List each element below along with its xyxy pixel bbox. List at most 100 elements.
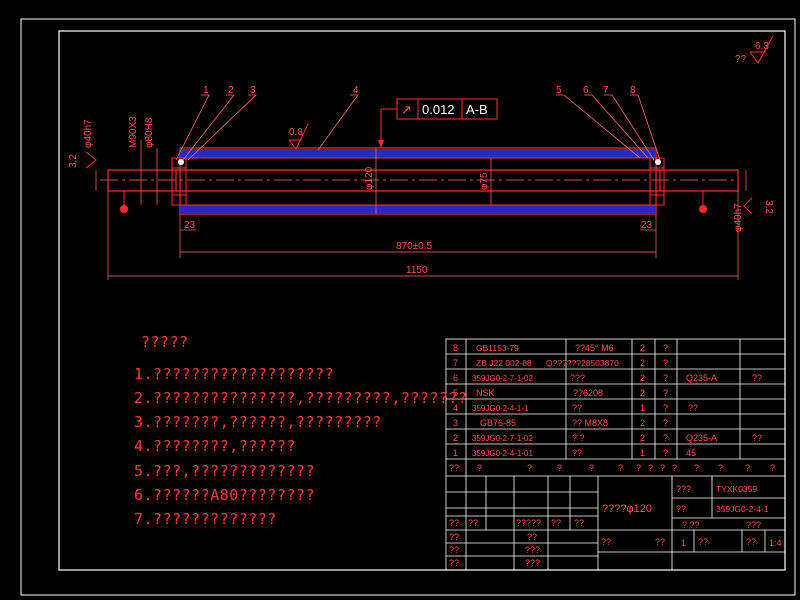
- svg-text:??45° M6: ??45° M6: [575, 343, 614, 353]
- shaft: [107, 169, 739, 192]
- svg-text:??: ??: [574, 518, 584, 528]
- svg-text:0.8: 0.8: [289, 127, 303, 138]
- balloon-5: 5: [556, 85, 562, 96]
- svg-text:??6208: ??6208: [573, 388, 603, 398]
- horizontal-dimension-lines: [107, 191, 739, 280]
- drawing-number: 359JG0-2-4-1: [716, 504, 769, 514]
- svg-text:?: ?: [557, 463, 562, 473]
- svg-text:?????: ?????: [516, 518, 541, 528]
- svg-text:1: 1: [453, 448, 458, 458]
- tolerance-value: 0.012: [422, 102, 455, 117]
- svg-text:?: ?: [745, 463, 750, 473]
- svg-text:φ40h7: φ40h7: [83, 119, 94, 148]
- svg-text:??: ??: [698, 537, 708, 547]
- part-name: ????φ120: [602, 503, 652, 515]
- svg-text:3.2: 3.2: [763, 200, 774, 214]
- svg-text:2: 2: [640, 433, 645, 443]
- svg-text:2: 2: [640, 343, 645, 353]
- outer-frame: [20, 18, 796, 596]
- balloon-6: 6: [583, 85, 589, 96]
- svg-text:359JG0-2-7-1-02: 359JG0-2-7-1-02: [472, 434, 533, 443]
- svg-text:?: ?: [694, 463, 699, 473]
- svg-text:870±0.5: 870±0.5: [396, 241, 433, 252]
- svg-text:??: ??: [676, 504, 686, 514]
- svg-text:2: 2: [640, 373, 645, 383]
- datum-markers: [120, 191, 707, 213]
- svg-text:6: 6: [453, 373, 458, 383]
- svg-text:??: ??: [655, 537, 665, 547]
- svg-text:??: ??: [449, 518, 459, 528]
- balloon-4: 4: [353, 85, 359, 96]
- corner-roughness-value: 6.3: [755, 41, 769, 52]
- bom-grid: [445, 338, 786, 571]
- svg-text:??: ??: [746, 537, 756, 547]
- svg-text:? ?: ? ?: [572, 433, 585, 443]
- svg-text:1:4: 1:4: [769, 538, 782, 548]
- svg-text:GB76-85: GB76-85: [480, 418, 516, 428]
- roughness-left: 3.2: [68, 151, 97, 169]
- svg-text:???: ???: [525, 545, 540, 555]
- svg-text:??: ??: [752, 373, 762, 383]
- svg-text:359JG0-2-4-1-01: 359JG0-2-4-1-01: [472, 449, 533, 458]
- svg-text:??: ??: [572, 403, 582, 413]
- bom-header: ?? ? ? ? ? ? ? ? ? ? ? ? ? ?: [449, 463, 775, 473]
- note-item: 3.???????,??????,?????????: [134, 413, 382, 431]
- svg-text:??: ??: [468, 518, 478, 528]
- svg-text:2: 2: [640, 358, 645, 368]
- svg-text:???: ???: [570, 373, 585, 383]
- svg-text:?: ?: [660, 463, 665, 473]
- svg-text:1: 1: [681, 538, 686, 548]
- svg-text:23: 23: [641, 220, 653, 231]
- note-item: 5.???,?????????????: [134, 462, 316, 480]
- svg-text:??: ??: [527, 532, 537, 542]
- svg-text:?: ?: [663, 343, 668, 353]
- svg-text:23: 23: [184, 220, 196, 231]
- svg-text:??: ??: [752, 433, 762, 443]
- vertical-dimension-lines: [95, 140, 747, 214]
- balloon-3: 3: [250, 85, 256, 96]
- svg-text:??: ??: [572, 448, 582, 458]
- svg-text:?: ?: [636, 463, 641, 473]
- svg-text:??: ??: [449, 558, 459, 568]
- svg-text:NSK: NSK: [476, 388, 495, 398]
- svg-text:4: 4: [453, 403, 458, 413]
- svg-text:?: ?: [663, 418, 668, 428]
- svg-text:2: 2: [640, 388, 645, 398]
- svg-text:45: 45: [686, 448, 696, 458]
- svg-text:3: 3: [453, 418, 458, 428]
- svg-text:3.2: 3.2: [68, 154, 79, 168]
- svg-text:?: ?: [589, 463, 594, 473]
- svg-text:??: ??: [449, 532, 459, 542]
- svg-text:?: ?: [663, 358, 668, 368]
- svg-text:???: ???: [746, 520, 761, 530]
- balloon-labels: 1 2 3 4 5 6 7 8: [203, 85, 636, 96]
- note-item: 2.???????????????,?????????,???????: [134, 389, 468, 407]
- svg-text:?: ?: [618, 463, 623, 473]
- svg-text:1: 1: [640, 403, 645, 413]
- svg-text:?: ?: [672, 463, 677, 473]
- svg-text:?: ?: [527, 463, 532, 473]
- svg-text:Q235-A: Q235-A: [686, 373, 717, 383]
- svg-text:M90X3: M90X3: [128, 116, 139, 148]
- balloon-2: 2: [228, 85, 234, 96]
- svg-text:??: ??: [449, 463, 459, 473]
- balloon-8: 8: [630, 85, 636, 96]
- svg-text:?: ?: [648, 463, 653, 473]
- note-item: 7.?????????????: [134, 510, 277, 528]
- roughness-right: 3.2: [743, 197, 774, 215]
- title-block: ????φ120 ??? TYXK0359 ?? 359JG0-2-4-1 ? …: [449, 484, 782, 568]
- tolerance-symbol: ↗: [401, 102, 412, 117]
- svg-text:8: 8: [453, 343, 458, 353]
- svg-text:???: ???: [676, 484, 691, 494]
- svg-text:?: ?: [663, 433, 668, 443]
- svg-text:??: ??: [551, 518, 561, 528]
